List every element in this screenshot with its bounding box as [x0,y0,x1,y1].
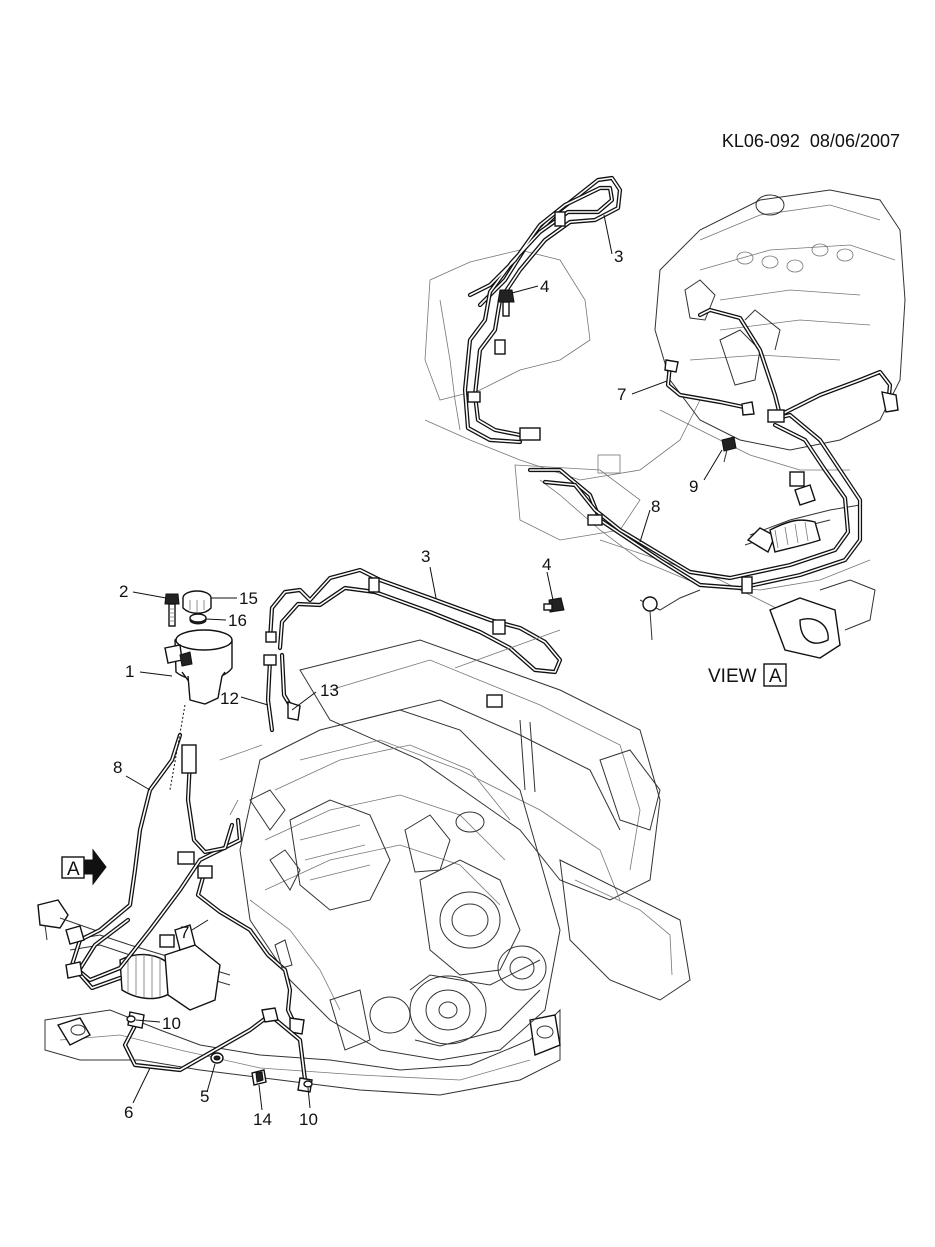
callout-8: 8 [113,758,122,777]
callout-3: 3 [421,547,430,566]
callout-1: 1 [125,662,134,681]
callout-5: 5 [200,1087,209,1106]
arrow-label-letter: A [67,859,80,880]
main-hose-6 [122,1007,313,1093]
callout-13: 13 [320,681,339,700]
view-a-arrow: A [61,848,107,886]
callout-3-view: 3 [614,247,623,266]
main-bolt-4 [543,597,565,613]
part-5-clip [210,1052,224,1064]
main-hose-8 [65,732,243,991]
callout-7: 7 [180,923,189,942]
callout-6: 6 [124,1103,133,1122]
pipe-13 [279,652,301,721]
callout-4-view: 4 [540,277,549,296]
part-14-grommet [251,1069,267,1086]
main-hose-7 [195,865,305,1035]
callout-14: 14 [253,1110,272,1129]
view-a-hose-7 [664,359,755,416]
callout-labels: 3 4 7 9 8 3 4 2 15 16 1 12 13 8 7 10 6 5… [113,247,698,1129]
leader-lines [125,214,723,1111]
view-a-steering-rack [639,471,876,659]
view-a-label: VIEW A [708,663,787,687]
view-a-hose-8 [527,307,899,594]
callout-15: 15 [239,589,258,608]
pipe-12 [263,654,277,733]
callout-4: 4 [542,555,551,574]
callout-12: 12 [220,689,239,708]
view-a-hose-3 [462,175,623,445]
view-a-detail [424,175,906,659]
callout-7-view: 7 [617,385,626,404]
diagram-reference-code: KL06-092 08/06/2007 [700,131,900,152]
view-a-bolt-9 [721,436,737,463]
callout-16: 16 [228,611,247,630]
reservoir-assembly [164,590,233,705]
reference-date: 08/06/2007 [809,131,900,151]
main-hose-3 [265,567,563,675]
main-steering-rack [37,899,231,1011]
reference-code: KL06-092 [721,131,800,151]
view-a-frame-outline [424,249,871,641]
callout-8-view: 8 [651,497,660,516]
part-10-seal-left [126,1015,136,1023]
callout-2: 2 [119,582,128,601]
callout-9: 9 [689,477,698,496]
callout-10-left: 10 [162,1014,181,1033]
view-label-text: VIEW [708,666,757,687]
main-engine [239,709,561,1061]
view-label-letter: A [769,666,782,687]
front-subframe [44,1008,561,1096]
radiator-support [299,639,691,1001]
callout-10-right: 10 [299,1110,318,1129]
view-a-bolt-4 [497,289,515,317]
part-10-seal-right [303,1080,313,1088]
direction-arrow-icon [84,848,107,886]
